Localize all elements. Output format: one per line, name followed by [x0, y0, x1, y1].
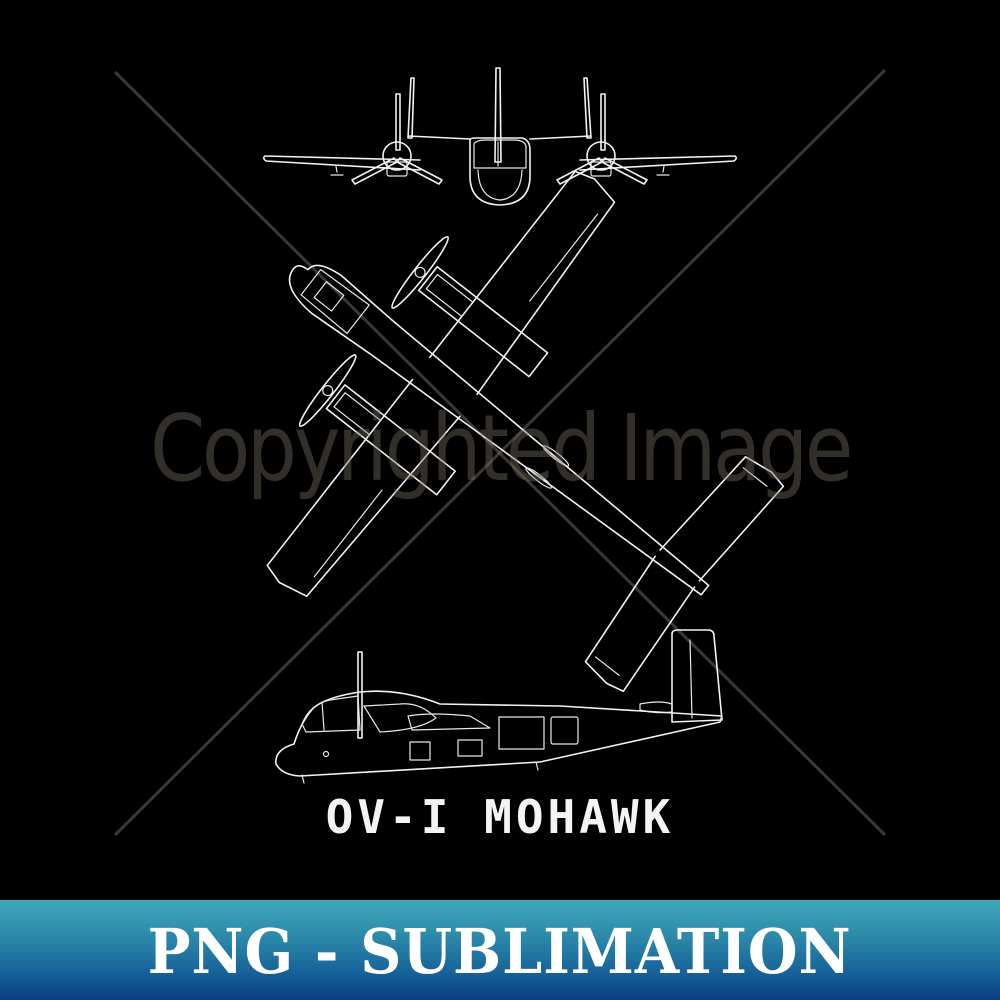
artwork-canvas: Copyrighted Image OV-I MOHAWK [113, 67, 887, 844]
top-view-drawing [266, 170, 785, 693]
watermark-cross-lines [113, 68, 887, 837]
front-view-drawing [262, 67, 738, 206]
banner-label: PNG - SUBLIMATION [148, 914, 852, 988]
aircraft-title: OV-I MOHAWK [325, 790, 675, 844]
png-sublimation-banner: PNG - SUBLIMATION [0, 900, 1000, 1000]
side-view-drawing [275, 629, 723, 784]
aircraft-blueprint-drawing [113, 67, 887, 837]
